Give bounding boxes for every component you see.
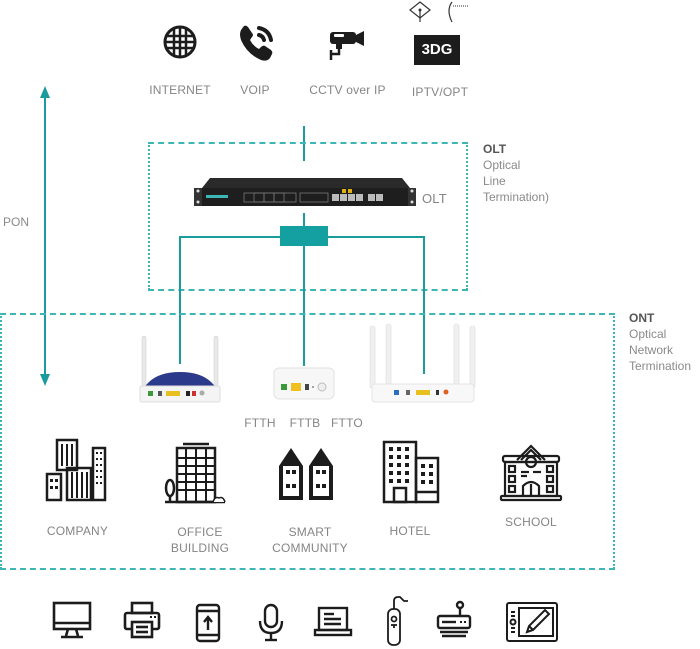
device-smartphone bbox=[194, 603, 222, 643]
satellite-antenna-icon bbox=[409, 1, 468, 23]
tv-3dg-icon: 3DG bbox=[414, 35, 460, 65]
building-label-hotel: HOTEL bbox=[389, 524, 431, 538]
building-smart-community bbox=[276, 444, 336, 502]
building-office bbox=[163, 442, 227, 504]
ont-description-title: ONT bbox=[629, 311, 655, 325]
building-label-line: BUILDING bbox=[170, 541, 230, 555]
olt-box-top bbox=[148, 142, 468, 144]
olt-description-title: OLT bbox=[483, 142, 507, 156]
optical-splitter bbox=[280, 226, 328, 246]
drop-line-center bbox=[303, 246, 305, 366]
smart-community-icon bbox=[279, 448, 333, 500]
device-router bbox=[434, 598, 474, 642]
laptop-icon bbox=[313, 606, 353, 637]
printer-icon bbox=[123, 601, 161, 639]
ont-box-bottom bbox=[0, 568, 615, 570]
service-label-voip: VOIP bbox=[240, 83, 270, 97]
building-label-school: SCHOOL bbox=[505, 515, 557, 529]
ont-description-line: Optical bbox=[629, 327, 667, 341]
service-voip bbox=[233, 20, 279, 66]
service-internet bbox=[160, 22, 200, 62]
ont-box-left bbox=[0, 313, 2, 569]
olt-description-line: Optical bbox=[483, 158, 521, 172]
olt-box-left bbox=[148, 142, 150, 290]
olt-description: OLT Optical Line Termination) bbox=[483, 141, 549, 205]
device-printer bbox=[122, 600, 162, 640]
olt-description-line: Line bbox=[483, 174, 506, 188]
building-label-line: COMMUNITY bbox=[272, 541, 348, 555]
building-label-company: COMPANY bbox=[46, 524, 109, 538]
device-tablet bbox=[505, 600, 561, 644]
building-label-office: OFFICE BUILDING bbox=[160, 524, 240, 556]
ont-box-right bbox=[613, 313, 615, 569]
company-buildings-icon bbox=[45, 438, 107, 502]
ont-description-line: Network bbox=[629, 343, 674, 357]
router-icon bbox=[436, 600, 472, 638]
building-school bbox=[499, 442, 563, 502]
device-remote bbox=[384, 593, 414, 647]
ftto-label: FTTO bbox=[331, 416, 363, 430]
office-building-icon bbox=[164, 442, 226, 504]
olt-description-line: Termination) bbox=[483, 190, 550, 204]
device-microphone bbox=[256, 603, 286, 643]
pon-arrow bbox=[38, 86, 52, 386]
service-label-internet: INTERNET bbox=[149, 83, 211, 97]
olt-to-splitter-line bbox=[303, 213, 305, 227]
olt-box-bottom bbox=[148, 289, 468, 291]
smartphone-upload-icon bbox=[195, 603, 221, 643]
olt-device-label: OLT bbox=[422, 191, 447, 206]
hotel-icon bbox=[382, 440, 440, 504]
school-icon bbox=[499, 444, 563, 502]
remote-control-icon bbox=[387, 596, 408, 646]
building-label-smart-community: SMART COMMUNITY bbox=[265, 524, 355, 556]
building-label-line: SMART bbox=[288, 525, 332, 539]
ont-router-wifi bbox=[366, 322, 480, 404]
device-desktop bbox=[51, 600, 93, 642]
device-laptop bbox=[313, 606, 353, 638]
ont-description-line: Termination bbox=[629, 359, 692, 373]
globe-icon bbox=[163, 25, 197, 59]
ont-terminal-white bbox=[273, 367, 335, 400]
service-iptv: 3DG bbox=[408, 0, 470, 68]
service-label-cctv: CCTV over IP bbox=[309, 83, 386, 97]
building-company bbox=[43, 436, 109, 502]
drawing-tablet-icon bbox=[506, 602, 558, 642]
olt-device bbox=[192, 176, 418, 210]
desktop-monitor-icon bbox=[52, 601, 92, 639]
service-label-iptv: IPTV/OPT bbox=[411, 85, 469, 99]
building-label-line: OFFICE bbox=[177, 525, 223, 539]
service-cctv bbox=[326, 28, 368, 64]
cctv-camera-icon bbox=[329, 31, 364, 60]
building-hotel bbox=[382, 440, 440, 504]
ftth-label: FTTH bbox=[244, 416, 276, 430]
ont-description: ONT Optical Network Termination bbox=[629, 310, 691, 374]
splitter-branch-left bbox=[179, 236, 280, 238]
phone-icon bbox=[240, 25, 273, 61]
ont-box-top bbox=[0, 313, 615, 315]
microphone-icon bbox=[258, 603, 284, 642]
drop-line-right bbox=[423, 236, 425, 374]
splitter-branch-right bbox=[328, 236, 425, 238]
pon-label: PON bbox=[3, 215, 30, 229]
drop-line-left bbox=[179, 236, 181, 364]
ont-router-blue bbox=[134, 336, 226, 404]
olt-box-right bbox=[466, 142, 468, 290]
fttb-label: FTTB bbox=[289, 416, 321, 430]
